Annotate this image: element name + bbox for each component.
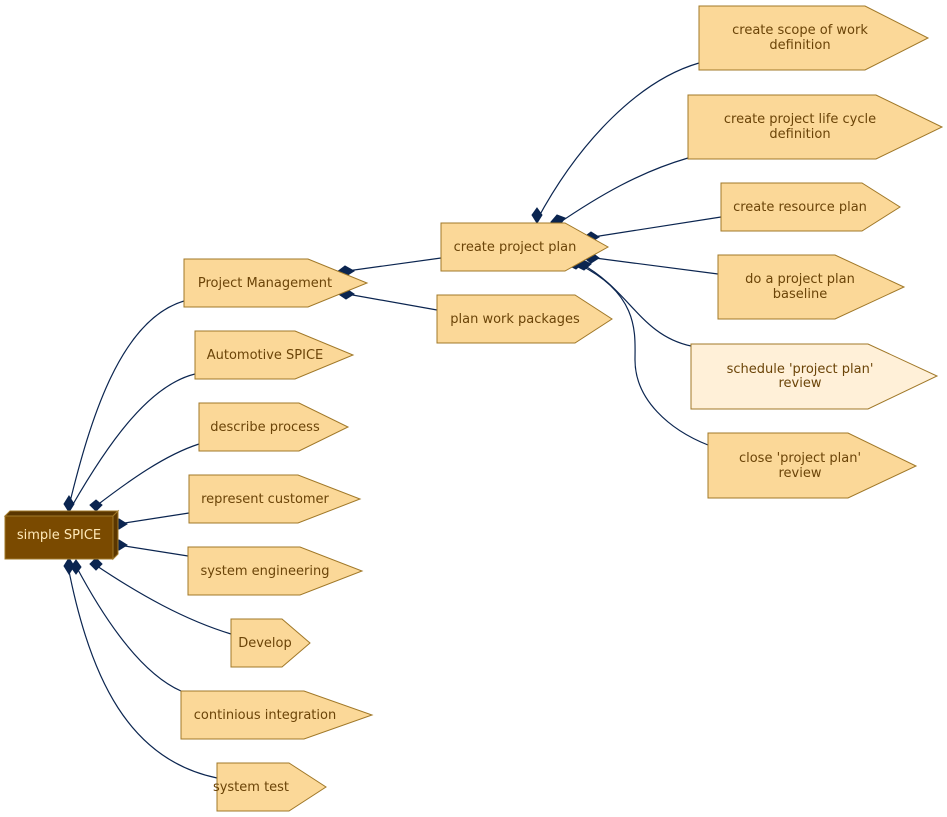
- node-label-line-1: close 'project plan': [739, 451, 861, 466]
- node-create-project-plan[interactable]: create project plan: [440, 222, 610, 272]
- edge-spice-automotive-spice: [71, 373, 196, 507]
- node-label: Develop: [238, 636, 292, 651]
- edge-cpp-resource-plan: [592, 216, 722, 238]
- diamond-spice-1: [63, 495, 75, 513]
- node-label: Project Management: [198, 276, 332, 291]
- diamond-spice-6: [63, 557, 75, 575]
- edge-cpp-life-cycle: [555, 157, 689, 226]
- node-label-line-2: definition: [769, 127, 830, 142]
- node-label-line-1: create scope of work: [732, 23, 868, 38]
- node-label: continious integration: [194, 708, 336, 723]
- edge-spice-project-management: [68, 300, 185, 507]
- edge-spice-system-test: [67, 565, 218, 779]
- edge-cpp-close-review: [579, 264, 709, 446]
- node-label-line-2: definition: [769, 38, 830, 53]
- node-close-project-plan-review[interactable]: close 'project plan' review: [707, 432, 918, 499]
- edge-cpp-create-scope: [536, 62, 700, 221]
- node-describe-process[interactable]: describe process: [198, 402, 350, 452]
- node-label-line-1: do a project plan: [745, 272, 855, 287]
- node-continious-integration[interactable]: continious integration: [180, 690, 374, 740]
- edge-spice-describe-process: [95, 443, 200, 507]
- node-label-line-1: create project life cycle: [724, 112, 876, 127]
- diamond-cpp-1: [531, 207, 543, 224]
- node-label: describe process: [210, 420, 320, 435]
- node-label: system test: [213, 780, 289, 795]
- diamond-spice-2: [89, 499, 103, 512]
- diamond-spice-7: [70, 559, 82, 575]
- edge-spice-develop: [93, 563, 232, 635]
- node-plan-work-packages[interactable]: plan work packages: [436, 294, 613, 344]
- edges: [67, 62, 722, 779]
- node-represent-customer[interactable]: represent customer: [188, 474, 362, 524]
- edge-pm-plan-work-packages: [346, 293, 438, 311]
- node-label: create project plan: [454, 240, 577, 255]
- node-system-test[interactable]: system test: [213, 762, 327, 812]
- diamond-spice-5: [89, 557, 103, 571]
- node-label-line-1: schedule 'project plan': [727, 362, 874, 377]
- node-label-line-2: baseline: [773, 287, 827, 302]
- node-do-a-project-plan-baseline[interactable]: do a project plan baseline: [717, 254, 906, 320]
- node-create-resource-plan[interactable]: create resource plan: [720, 182, 901, 232]
- edge-pm-create-project-plan: [346, 257, 442, 272]
- node-create-project-life-cycle-definition[interactable]: create project life cycle definition: [687, 94, 944, 160]
- node-label: Automotive SPICE: [207, 348, 324, 363]
- node-label: plan work packages: [450, 312, 580, 327]
- node-label-line-2: review: [779, 466, 822, 481]
- edge-spice-continious-integration: [75, 565, 182, 692]
- node-system-engineering[interactable]: system engineering: [187, 546, 364, 596]
- node-automotive-spice[interactable]: Automotive SPICE: [194, 330, 355, 380]
- node-schedule-project-plan-review[interactable]: schedule 'project plan' review: [690, 343, 939, 410]
- node-label: simple SPICE: [17, 528, 101, 543]
- node-label: create resource plan: [733, 200, 867, 215]
- node-label: represent customer: [201, 492, 329, 507]
- node-label-line-2: review: [779, 376, 822, 391]
- node-label: system engineering: [201, 564, 330, 579]
- node-project-management[interactable]: Project Management: [183, 258, 369, 308]
- node-develop[interactable]: Develop: [230, 618, 311, 668]
- edge-spice-system-engineering: [117, 544, 189, 557]
- node-create-scope-of-work-definition[interactable]: create scope of work definition: [698, 5, 930, 71]
- edge-spice-represent-customer: [117, 512, 190, 525]
- node-simple-spice[interactable]: simple SPICE: [3, 509, 120, 561]
- edge-cpp-schedule-review: [579, 262, 692, 347]
- edge-cpp-baseline: [594, 257, 719, 275]
